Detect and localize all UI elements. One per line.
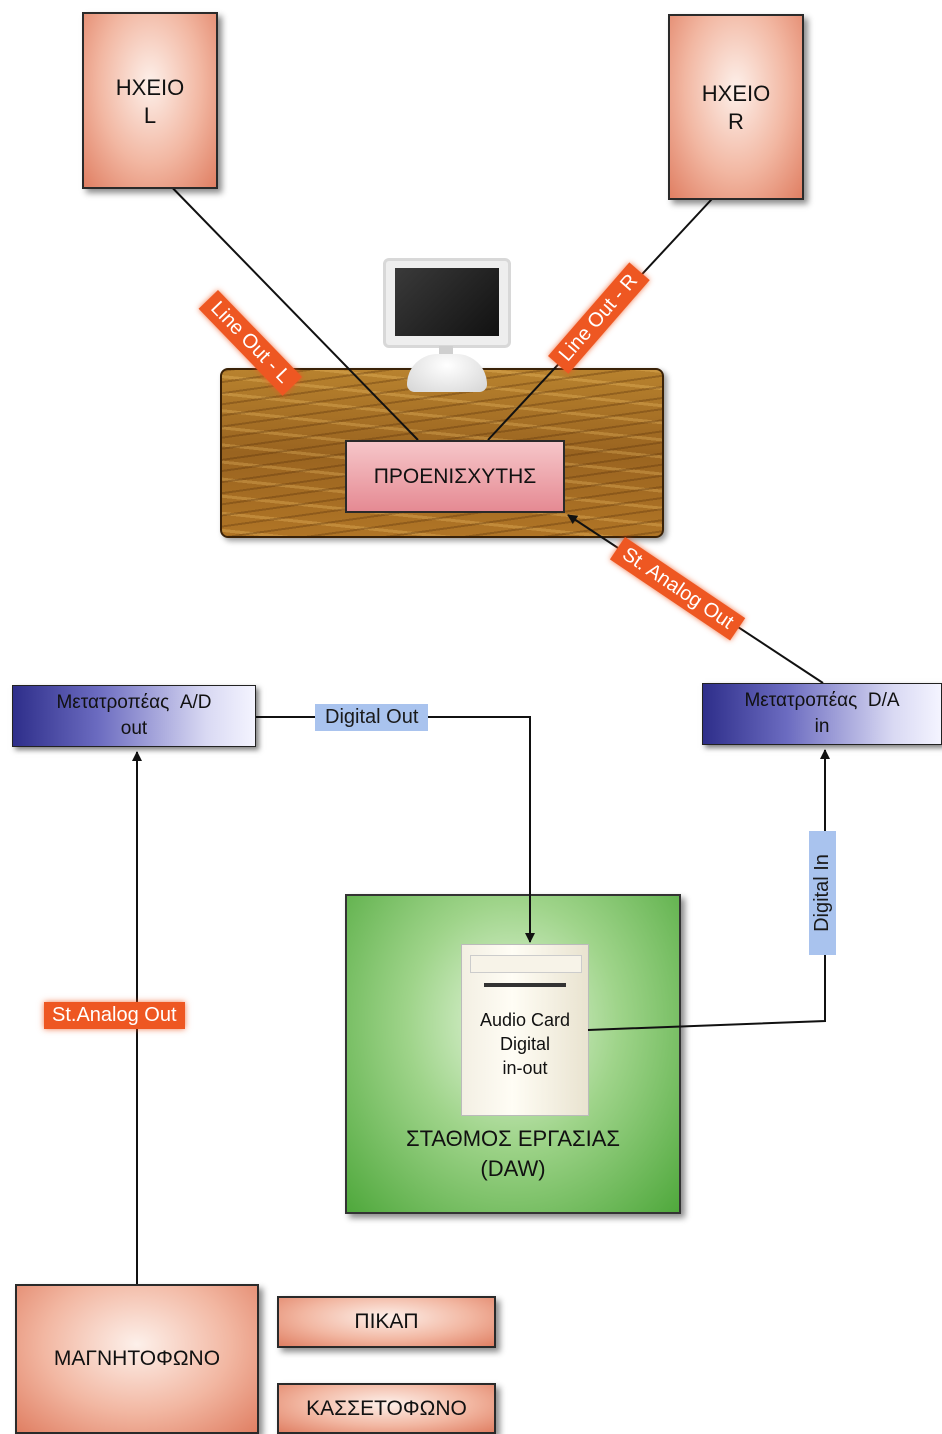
speaker-right-channel: R <box>728 109 744 134</box>
da-converter-title: Μετατροπέας D/A <box>744 690 900 711</box>
audio-card-line1: Audio Card <box>479 1010 571 1030</box>
turntable-label: ΠΙΚΑΠ <box>354 1310 419 1333</box>
audio-card-label: Audio Card Digital in-out <box>455 1008 595 1080</box>
workstation-subtitle: (DAW) <box>480 1156 546 1181</box>
tape-recorder-label: ΜΑΓΝΗΤΟΦΩΝΟ <box>53 1347 221 1370</box>
workstation-label: ΣΤΑΘΜΟΣ ΕΡΓΑΣΙΑΣ (DAW) <box>345 1124 681 1184</box>
speaker-right-title: ΗΧΕΙΟ <box>701 81 771 106</box>
workstation-title: ΣΤΑΘΜΟΣ ΕΡΓΑΣΙΑΣ <box>406 1126 620 1151</box>
audio-card-line2: Digital <box>499 1034 551 1054</box>
audio-card-line3: in-out <box>502 1058 548 1078</box>
digital-out-text: Digital Out <box>325 706 419 728</box>
cassette-deck: ΚΑΣΣΕΤΟΦΩΝΟ <box>277 1383 496 1434</box>
computer-icon <box>383 258 511 394</box>
digital-in-label: Digital In <box>809 831 836 955</box>
turntable: ΠΙΚΑΠ <box>277 1296 496 1348</box>
speaker-left: ΗΧΕΙΟ L <box>82 12 218 189</box>
speaker-right: ΗΧΕΙΟ R <box>668 14 804 200</box>
ad-converter-title: Μετατροπέας A/D <box>56 692 212 713</box>
st-analog-out-left-text: St.Analog Out <box>52 1004 177 1026</box>
speaker-left-channel: L <box>143 103 157 128</box>
preamplifier-label: ΠΡΟΕΝΙΣΧΥΤΗΣ <box>373 464 537 488</box>
st-analog-out-left-label: St.Analog Out <box>44 1002 185 1029</box>
speaker-left-title: ΗΧΕΙΟ <box>115 75 185 100</box>
da-converter-sub: in <box>814 716 830 737</box>
cassette-deck-label: ΚΑΣΣΕΤΟΦΩΝΟ <box>306 1396 467 1420</box>
tape-recorder: ΜΑΓΝΗΤΟΦΩΝΟ <box>15 1284 259 1434</box>
digital-out-label: Digital Out <box>315 704 429 731</box>
da-converter: Μετατροπέας D/A in <box>702 683 942 745</box>
ad-converter: Μετατροπέας A/D out <box>12 685 256 747</box>
preamplifier: ΠΡΟΕΝΙΣΧΥΤΗΣ <box>345 440 565 513</box>
ad-converter-sub: out <box>120 718 148 739</box>
digital-in-text: Digital In <box>811 854 833 932</box>
